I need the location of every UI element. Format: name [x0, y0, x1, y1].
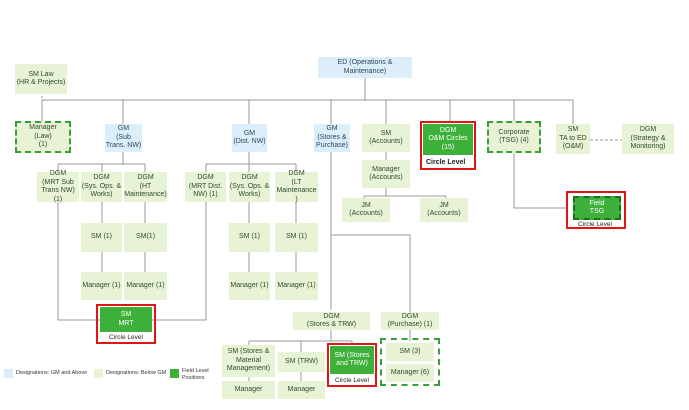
jm-accounts-2: JM (Accounts): [420, 198, 468, 222]
legend-field-level: Field Level Positions: [182, 368, 209, 381]
sm-stores-and-trw: SM (Stores and TRW): [330, 346, 374, 374]
dgm-ht-maintenance: DGM (HT Maintenance): [124, 172, 167, 202]
dgm-stores-trw: DGM (Stores & TRW): [293, 312, 370, 330]
gm-stores-purchase: GM (Stores & Purchase): [314, 124, 350, 152]
sm-mrt-highlight: [96, 304, 156, 344]
manager-b: Manager: [278, 381, 325, 399]
dgm-sys-ops-works-1: DGM (Sys. Ops. & Works): [81, 172, 122, 202]
gm-dist: GM (Dist. NW): [232, 124, 267, 152]
sm-1-a: SM (1): [81, 223, 122, 252]
manager-accounts: Manager (Accounts): [362, 160, 410, 188]
manager-law: Manager (Law) (1): [15, 121, 71, 153]
dgm-om-circles: DGM O&M Circles (15): [423, 124, 473, 155]
legend-swatch-gm-above: [4, 369, 13, 378]
sm-3: SM (3): [386, 343, 434, 361]
legend-swatch-below-gm: [94, 369, 103, 378]
purchase-group-frame: [380, 338, 440, 386]
manager-6: Manager (6): [386, 364, 434, 382]
sm-ta-to-ed: SM TA to ED (O&M): [556, 124, 590, 154]
sm-stores-trw-highlight: [327, 343, 377, 387]
sm-accounts: SM (Accounts): [362, 124, 410, 152]
corporate-tsg: Corporate (TSG) (4): [487, 121, 541, 153]
legend-below-gm: Designations: Below GM: [106, 370, 167, 376]
dgm-om-highlight: [420, 121, 476, 170]
dgm-sys-ops-works-2: DGM (Sys. Ops. & Works): [229, 172, 270, 202]
dgm-strategy-monitoring: DGM (Strategy & Monitoring): [622, 124, 674, 154]
manager-1-c: Manager (1): [229, 272, 270, 300]
dgm-purchase: DGM (Purchase) (1): [381, 312, 439, 330]
manager-a: Manager: [222, 381, 275, 399]
circle-level-caption: Circle Level: [426, 159, 466, 166]
field-tsg-highlight: [566, 191, 626, 229]
manager-1-d: Manager (1): [275, 272, 318, 300]
sm-1-b: SM(1): [124, 223, 167, 252]
circle-level-caption: Circle Level: [335, 377, 369, 384]
jm-accounts-1: JM (Accounts): [342, 198, 390, 222]
circle-level-caption: Circle Level: [578, 221, 612, 228]
manager-1-a: Manager (1): [81, 272, 122, 300]
gm-sub-trans: GM (Sub Trans. NW): [105, 124, 142, 152]
sm-stores-material-management: SM (Stores & Material Management): [222, 345, 275, 377]
dgm-mrt-sub-trans: DGM (MRT Sub Trans NW) (1): [37, 170, 79, 203]
dgm-lt-maintenance: DGM (LT Maintenance ): [275, 170, 318, 203]
manager-1-b: Manager (1): [124, 272, 167, 300]
dgm-mrt-dist: DGM (MRT Dist. NW) (1): [185, 172, 226, 202]
sm-trw: SM (TRW): [278, 352, 325, 372]
circle-level-caption: Circle Level: [109, 334, 143, 341]
legend-gm-above: Designations: GM and Above: [16, 370, 88, 376]
ed-operations-maintenance: ED (Operations & Maintenance): [318, 57, 412, 78]
sm-1-d: SM (1): [275, 223, 318, 252]
sm-law: SM Law (HR & Projects): [15, 64, 67, 94]
sm-mrt: SM MRT: [100, 307, 152, 332]
field-tsg: Field TSG: [573, 196, 621, 220]
sm-1-c: SM (1): [229, 223, 270, 252]
legend-swatch-field-level: [170, 369, 179, 378]
